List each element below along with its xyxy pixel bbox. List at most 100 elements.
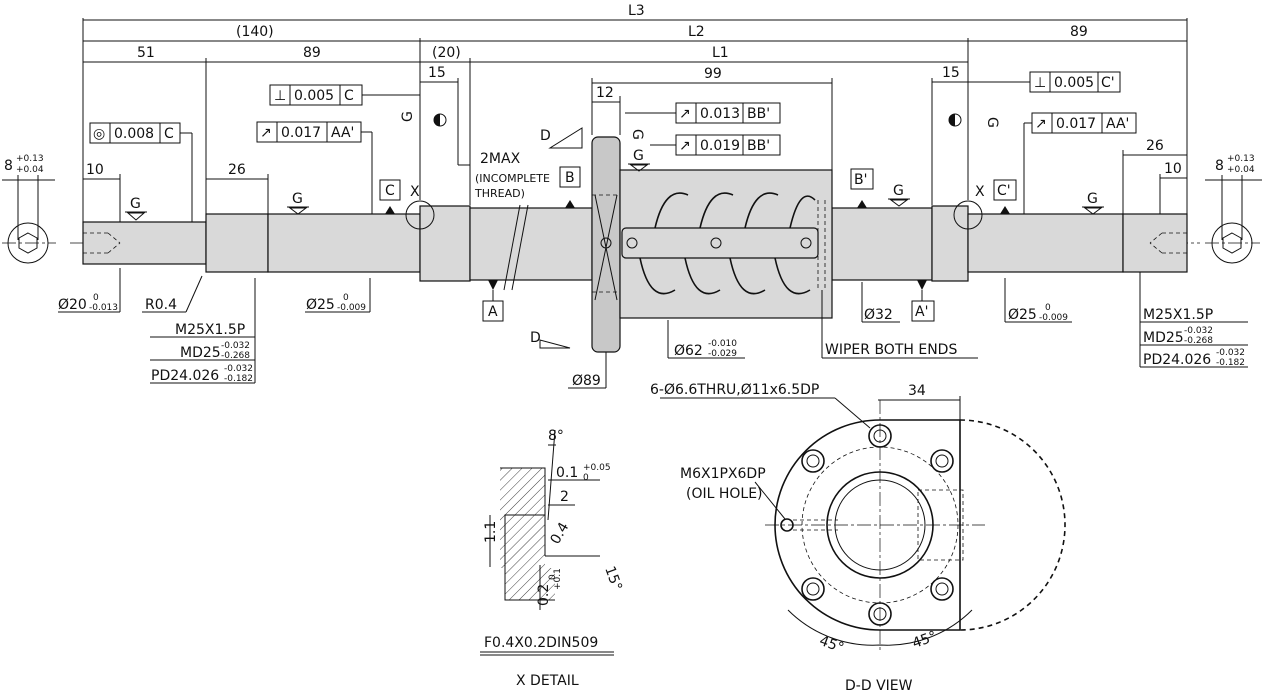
pd-right: PD24.026 [1143,352,1211,368]
dd-dim-34: 34 [908,383,926,399]
dim-26-right: 26 [1146,138,1164,154]
grind-g-1: G [130,196,141,212]
svg-text:0.017: 0.017 [281,125,321,141]
svg-text:AA': AA' [1106,116,1129,132]
svg-text:+0.1: +0.1 [553,568,563,590]
svg-text:◎: ◎ [93,126,105,142]
dim-99: 99 [704,66,722,82]
svg-text:-0.268: -0.268 [221,351,250,361]
svg-text:BB': BB' [747,138,770,154]
svg-text:↗: ↗ [260,125,272,141]
fit-d62: Ø62 [674,343,703,359]
svg-text:-0.029: -0.029 [708,349,737,359]
ball-nut [591,136,833,353]
dim-2max: 2MAX [480,151,521,167]
svg-text:-0.032: -0.032 [221,341,250,351]
xd-dim-2: 2 [560,489,569,505]
svg-text:-0.013: -0.013 [89,303,118,313]
svg-text:0.005: 0.005 [294,88,334,104]
dim-10-right: 10 [1164,161,1182,177]
dim-89-left: 89 [303,45,321,61]
datum-a: A [488,304,498,320]
svg-text:C: C [164,126,174,142]
svg-text:0: 0 [343,293,349,303]
grind-g-2: G [292,191,303,207]
datum-c: C [385,183,395,199]
svg-text:-0.032: -0.032 [224,364,253,374]
xd-angle-8: 8° [548,428,564,444]
grind-g-4: G [1087,191,1098,207]
xd-dim-02: 0.2 [536,584,552,606]
svg-text:-0.182: -0.182 [1216,358,1245,368]
svg-text:0.008: 0.008 [114,126,154,142]
svg-text:AA': AA' [331,125,354,141]
end-fit-left-lo: +0.04 [16,165,44,175]
xd-angle-15: 15° [601,564,625,593]
dd-angle-right: 45° [910,628,939,652]
fit-d20: Ø20 [58,297,87,313]
wiper-label: WIPER BOTH ENDS [825,342,957,358]
end-fit-right-up: +0.13 [1227,154,1255,164]
end-fit-left-up: +0.13 [16,154,44,164]
end-fit-left: 8 [4,158,13,174]
thread-left: M25X1.5P [175,322,245,338]
svg-text:BB': BB' [747,106,770,122]
dd-oil-1: M6X1PX6DP [680,466,766,482]
x-detail-view: 8° 0.1 +0.05 0 2 0.4 1.1 15° 0.2 +0.1 0 … [480,428,625,689]
svg-text:0: 0 [548,574,558,580]
thread-right: M25X1.5P [1143,307,1213,323]
grind-g-5: G [633,148,644,164]
end-fit-right-lo: +0.04 [1227,165,1255,175]
svg-text:⊥: ⊥ [274,88,286,104]
section-d-bottom: D [530,330,541,346]
gdt-frame-runout-left: ↗ 0.017 AA' [256,121,373,214]
ballscrew-shaft [70,200,1200,291]
dim-20: (20) [432,45,461,61]
svg-text:0: 0 [1045,303,1051,313]
svg-text:0.013: 0.013 [700,106,740,122]
svg-text:↗: ↗ [679,138,691,154]
dim-l1: L1 [712,45,729,61]
x-marker-right: X [975,184,985,200]
fit-d89: Ø89 [572,373,601,389]
grind-g-8: G [629,129,645,140]
datum-cp: C' [997,183,1011,199]
svg-text:↗: ↗ [1035,116,1047,132]
datum-ap: A' [915,304,928,320]
x-marker-left: X [410,184,420,200]
svg-text:-0.010: -0.010 [708,339,737,349]
dim-89-right: 89 [1070,24,1088,40]
svg-text:0: 0 [583,473,589,483]
diameter-callouts: Ø20 0 -0.013 R0.4 M25X1.5P MD25 -0.032 -… [58,268,1248,389]
gdt-frame-perp-c: ⊥ 0.005 C [269,84,420,106]
svg-text:-0.009: -0.009 [337,303,366,313]
xd-dim-11: 1.1 [483,521,499,543]
svg-text:C: C [344,88,354,104]
xd-radius-04: 0.4 [547,520,572,547]
incomplete-thread-2: THREAD) [474,187,525,200]
svg-text:0.017: 0.017 [1056,116,1096,132]
fillet-r04: R0.4 [145,297,177,313]
grind-g-7: G [984,117,1000,128]
gdt-frame-concentricity: ◎ 0.008 C [89,122,193,222]
svg-text:-0.032: -0.032 [1216,348,1245,358]
fit-d32: Ø32 [864,307,893,323]
dimension-texts: L3 (140) L2 89 51 89 (20) L1 99 15 15 12… [86,3,1182,200]
svg-text:C': C' [1101,75,1115,91]
dd-title: D-D VIEW [845,678,913,694]
dim-l2: L2 [688,24,705,40]
fit-d25-left: Ø25 [306,297,335,313]
dim-l3: L3 [628,3,645,19]
dim-12: 12 [596,85,614,101]
dim-51: 51 [137,45,155,61]
svg-text:0: 0 [93,293,99,303]
dimension-lines [82,18,1188,240]
dim-15-left: 15 [428,65,446,81]
grind-g-3: G [893,183,904,199]
pd-left: PD24.026 [151,368,219,384]
gdt-frame-runout-bb2: ↗ 0.019 BB' [650,134,781,156]
dim-140: (140) [236,24,274,40]
datum-b: B [565,170,575,186]
fit-d25-right: Ø25 [1008,307,1037,323]
